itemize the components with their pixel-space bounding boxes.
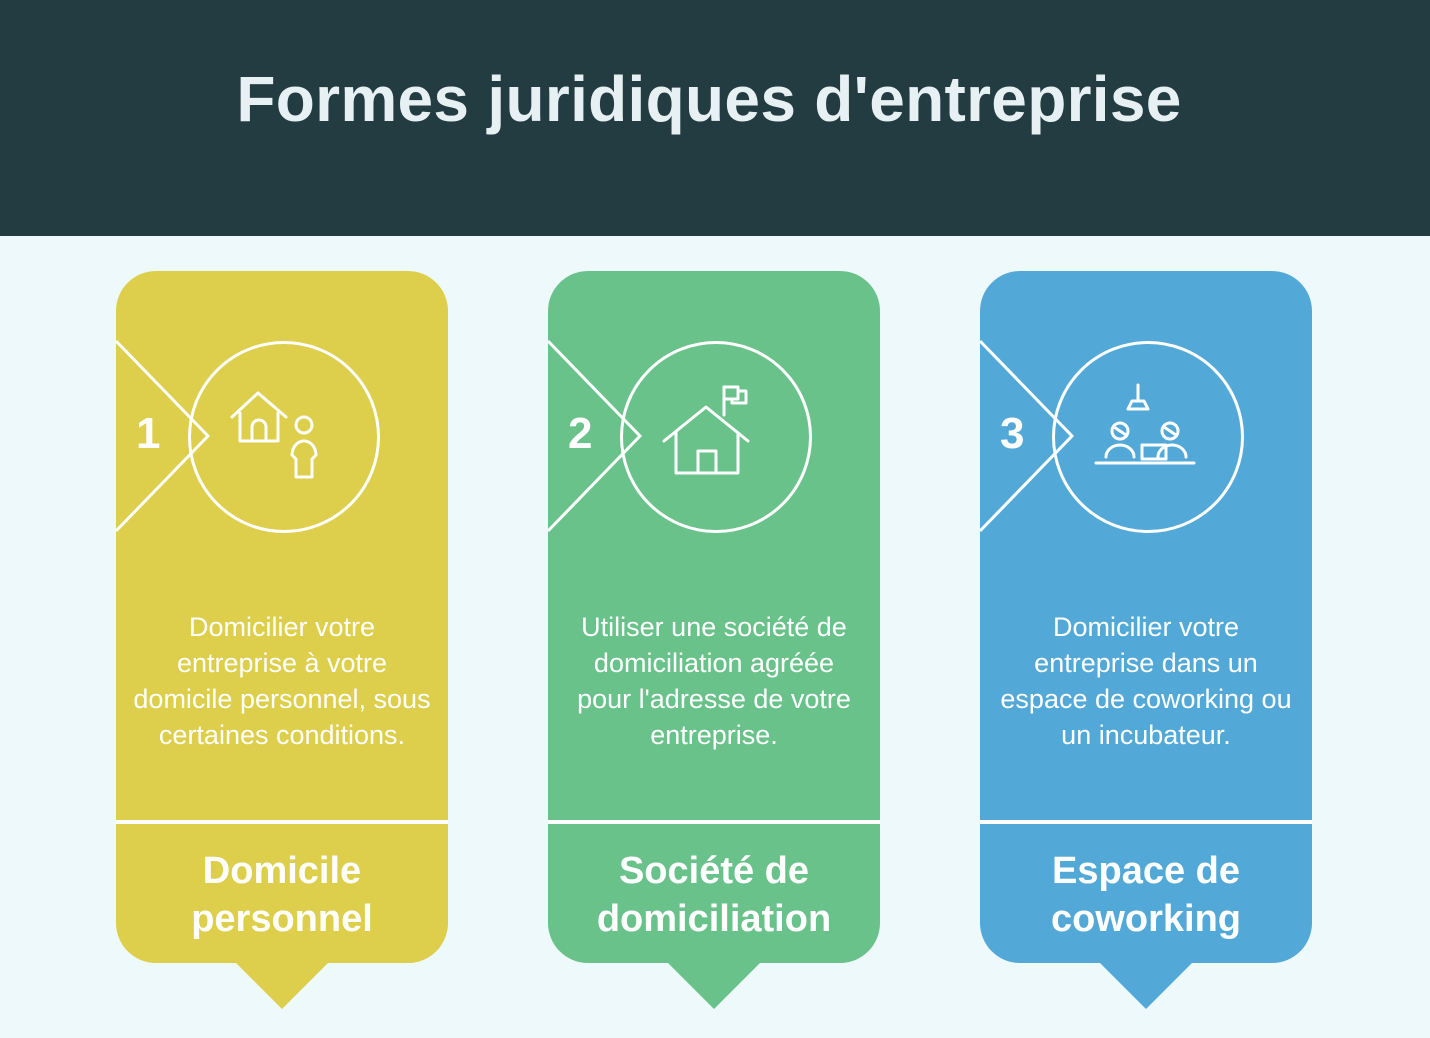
card-divider [548,820,880,824]
card-divider [116,820,448,824]
house-flag-icon [662,385,750,475]
card-divider [980,820,1312,824]
card-pointer [234,961,330,1009]
card-societe-domiciliation: 2 Utiliser une société de domiciliation … [546,271,880,1009]
house-person-icon [230,391,318,479]
card-pointer [1098,961,1194,1009]
card-pointer [666,961,762,1009]
card-description: Domicilier votre entreprise dans un espa… [1000,612,1292,750]
card-number: 3 [1000,409,1025,458]
card-description: Utiliser une société de domiciliation ag… [577,612,851,750]
card-label: Espace de coworking [1050,850,1242,940]
icon-circle [188,341,380,533]
card-domicile-personnel: 1 Domicilier votre entreprise à votre do… [114,271,448,1009]
card-description: Domicilier votre entreprise à votre domi… [133,612,431,750]
icon-circle [620,341,812,533]
coworking-icon [1094,383,1196,465]
card-espace-coworking: 3 Domicilier votre entreprise dans un es… [978,271,1312,1009]
card-number: 1 [136,409,161,458]
card-number: 2 [568,409,593,458]
page-title: Formes juridiques d'entreprise [236,63,1182,135]
header-banner: Formes juridiques d'entreprise [0,0,1430,236]
card-label: Domicile personnel [191,850,373,940]
card-label: Société de domiciliation [596,850,832,940]
icon-circle [1052,341,1244,533]
